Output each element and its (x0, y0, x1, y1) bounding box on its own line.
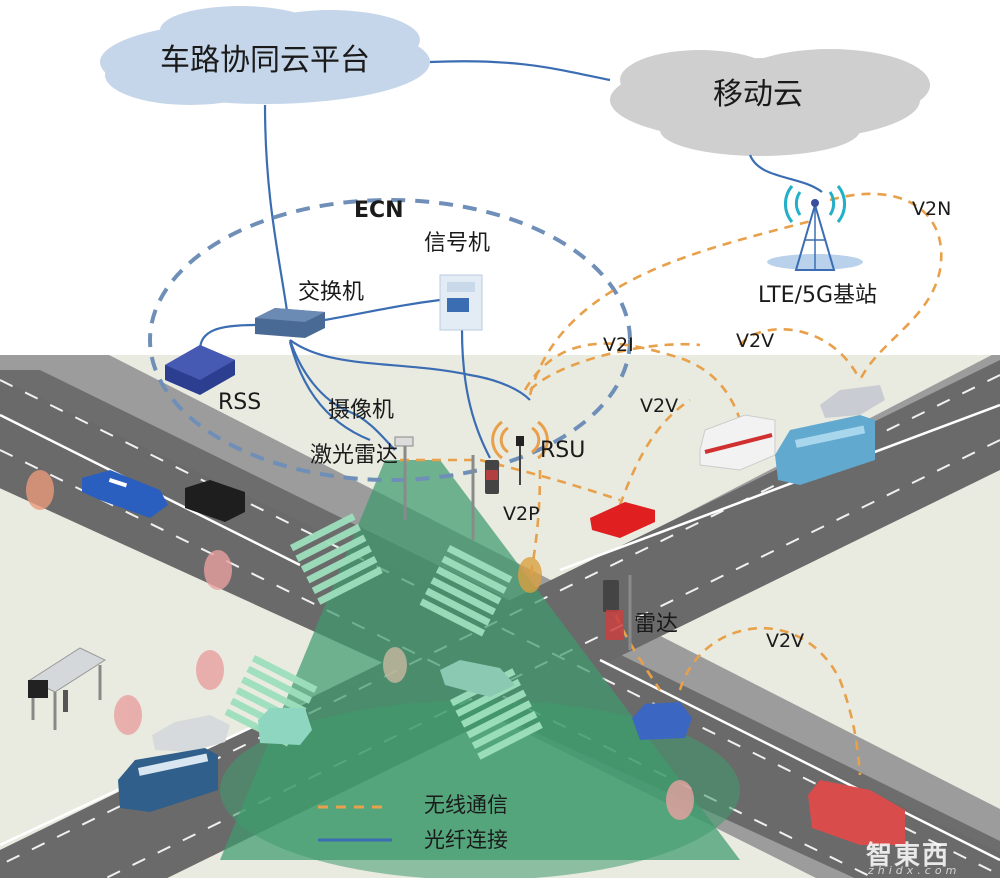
legend-fiber-label: 光纤连接 (424, 828, 508, 852)
cloud-platform (100, 6, 430, 105)
red-sports-car-icon (590, 502, 655, 538)
rsu-icon (491, 420, 549, 485)
cloud-mobile-label: 移动云 (713, 77, 803, 112)
white-car-icon (152, 715, 230, 752)
ecn-boundary (148, 198, 632, 482)
switch-label: 交换机 (298, 280, 365, 305)
radar-label: 雷达 (634, 612, 679, 637)
rss-label: RSS (218, 390, 262, 415)
teal-car-left-icon (258, 708, 312, 745)
teal-car-center-icon (440, 660, 515, 697)
signal-controller-label: 信号机 (424, 231, 491, 256)
v2n-label: V2N (912, 198, 952, 220)
v2v-mid-label: V2V (640, 395, 679, 417)
v2v-top-label: V2V (736, 330, 775, 352)
v2p-label: V2P (503, 503, 540, 525)
traffic-light-pole-icon (471, 455, 499, 540)
cloud-platform-label: 车路协同云平台 (160, 43, 370, 78)
fiber-links (198, 60, 823, 459)
rsu-label: RSU (540, 438, 586, 463)
dark-blue-bus-icon (118, 748, 218, 812)
camera-label: 摄像机 (328, 398, 395, 423)
legend-wireless-label: 无线通信 (424, 793, 508, 817)
cloud-mobile (610, 49, 930, 156)
blue-hatchback-icon (632, 702, 692, 740)
ambulance-icon (699, 414, 776, 471)
vehicles (82, 385, 905, 845)
lidar-label: 激光雷达 (310, 443, 399, 468)
red-bus-icon (808, 780, 905, 845)
police-car-icon (82, 470, 168, 518)
base-station-label: LTE/5G基站 (758, 283, 878, 308)
lidar-pole-icon (394, 436, 414, 520)
watermark-brand: 智東西 (866, 841, 951, 871)
v2v-bottom-label: V2V (766, 630, 805, 652)
lte-5g-tower-icon (767, 185, 863, 271)
rss-server-icon (165, 345, 235, 395)
signal-controller-icon (439, 274, 483, 331)
legend-swatches (318, 805, 392, 842)
bus-stop-icon (28, 647, 107, 730)
silver-car-icon (820, 385, 885, 418)
radar-icon (603, 575, 632, 650)
watermark-domain: zhidx.com (868, 864, 961, 877)
black-car-icon (185, 480, 245, 522)
ecn-label: ECN (354, 198, 404, 223)
switch-icon (255, 308, 325, 338)
crosswalks (224, 513, 543, 760)
v2i-label: V2I (603, 334, 634, 356)
cyclists (26, 470, 694, 820)
blue-bus-icon (775, 415, 875, 485)
